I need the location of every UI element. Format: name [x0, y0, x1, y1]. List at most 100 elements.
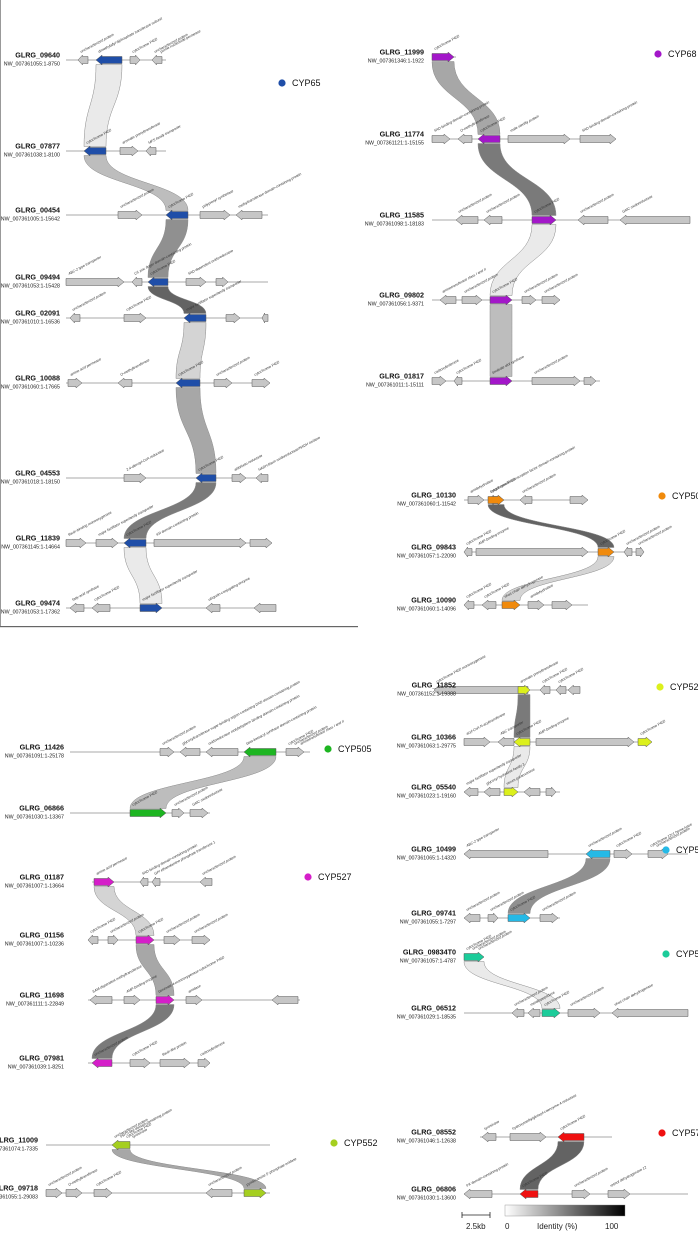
locus-name: GLRG_11839 [16, 534, 60, 543]
gene-arrow [483, 214, 503, 226]
gene-arrow [635, 546, 645, 558]
locus-glrg_11774: FAD binding domain-containing proteinO-m… [365, 100, 638, 146]
cluster-color-dot [304, 873, 312, 881]
cyp-gene-arrow [519, 1188, 539, 1200]
locus-name: GLRG_10499 [411, 845, 456, 854]
gene-annotation: cytochrome P450 [126, 295, 153, 312]
gene-arrow [527, 599, 545, 611]
gene-arrow [571, 1188, 591, 1200]
gene-arrow [431, 133, 451, 145]
gene-arrow [481, 599, 497, 611]
locus-location: NW_007361091:1-25178 [5, 754, 64, 760]
gene-arrow [535, 736, 635, 748]
cyp-gene-arrow [135, 934, 155, 946]
locus-name: GLRG_07981 [19, 1054, 64, 1063]
gene-arrow [91, 602, 111, 614]
gene-annotation: methyltransferase domain-containing prot… [238, 172, 302, 209]
gene-arrow [179, 746, 201, 758]
divider-line [0, 626, 358, 628]
gene-arrow [215, 276, 229, 288]
cluster-label-cyp530: CYP530 [662, 845, 698, 855]
cyp-gene-arrow [155, 994, 175, 1006]
gene-arrow [159, 1057, 191, 1069]
cluster-name: CYP552 [344, 1138, 378, 1148]
gene-annotation: uncharacterized protein [570, 986, 605, 1007]
gene-annotation: cytochrome P450 [560, 1114, 587, 1131]
locus-name: GLRG_11852 [412, 681, 456, 690]
locus-glrg_11999: cytochrome P450GLRG_11999NW_007361346:1-… [368, 34, 460, 64]
locus-name: GLRG_01156 [20, 931, 64, 940]
gene-annotation: 2,4-dienoyl-CoA reductase [125, 448, 165, 472]
cyp-gene-arrow [489, 375, 513, 387]
gene-arrow [463, 848, 549, 860]
cluster-name: CYP65 [292, 78, 321, 88]
cyp-gene-arrow [175, 377, 201, 389]
gene-arrow [129, 54, 141, 66]
gene-arrow [185, 276, 207, 288]
gene-arrow [579, 133, 617, 145]
cyp-gene-arrow [165, 209, 189, 221]
gene-arrow [467, 494, 485, 506]
identity-link [135, 944, 175, 996]
gene-arrow [205, 1187, 233, 1199]
cyp-gene-arrow [637, 736, 653, 748]
cluster-label-cyp526: CYP526 [656, 682, 698, 692]
locus-location: NW_007361111:1-22849 [6, 1002, 64, 1008]
gene-arrow [65, 1187, 83, 1199]
gene-arrow [481, 1131, 497, 1143]
gene-arrow [611, 1007, 689, 1019]
gene-arrow [285, 746, 305, 758]
gene-arrow [253, 602, 277, 614]
gene-arrow [463, 546, 473, 558]
cyp-gene-arrow [195, 472, 217, 484]
gene-arrow [487, 912, 499, 924]
gene-arrow [567, 684, 581, 696]
locus-name: GLRG_00454 [15, 206, 60, 215]
locus-location: NW_007361053:1-17362 [1, 610, 60, 616]
identity-link [503, 746, 531, 788]
identity-title: Identity (%) [537, 1222, 578, 1231]
gene-arrow [117, 377, 133, 389]
identity-max-label: 100 [605, 1222, 619, 1231]
gene-arrow [151, 876, 161, 888]
cyp-gene-arrow [463, 951, 485, 963]
cyp-gene-arrow [83, 145, 107, 157]
identity-link [129, 756, 277, 809]
identity-link [93, 886, 155, 936]
gene-annotation: uncharacterized protein [120, 188, 155, 209]
locus-location: NW_007361152:1-19388 [397, 692, 456, 698]
locus-name: GLRG_01817 [379, 372, 424, 381]
gene-annotation: carboxylesterase [200, 1041, 226, 1057]
locus-location: NW_007361063:1-29775 [397, 744, 456, 750]
locus-name: GLRG_09802 [379, 291, 424, 300]
cluster-color-dot [324, 745, 332, 753]
gene-arrow [463, 786, 479, 798]
gene-arrow [159, 746, 175, 758]
cyp-gene-arrow [431, 51, 455, 63]
cluster-label-cyp68: CYP68 [654, 49, 697, 59]
cyp-gene-arrow [123, 537, 147, 549]
gene-annotation: O-methyltransferase [120, 358, 151, 377]
identity-link [175, 322, 207, 379]
gene-arrow [551, 599, 573, 611]
gene-arrow [185, 994, 203, 1006]
gene-arrow [431, 375, 447, 387]
gene-arrow [67, 377, 83, 389]
locus-location: NW_007361039:1-8251 [8, 1065, 64, 1071]
gene-arrow [117, 209, 143, 221]
scale-bar-label: 2.5kb [466, 1222, 486, 1231]
gene-annotation: uncharacterized protein [202, 855, 237, 876]
gene-annotation: cytochrome P450 [434, 34, 461, 51]
gene-arrow [475, 546, 589, 558]
locus-name: GLRG_09718 [0, 1184, 38, 1193]
gene-annotation: amino acid permease [96, 856, 128, 876]
locus-location: NW_007361046:1-12638 [397, 1139, 456, 1145]
cluster-name: CYP527 [318, 872, 352, 882]
locus-name: GLRG_06806 [411, 1185, 456, 1194]
cyp-gene-arrow [139, 602, 163, 614]
locus-location: NW_007361005:1-15642 [1, 217, 60, 223]
